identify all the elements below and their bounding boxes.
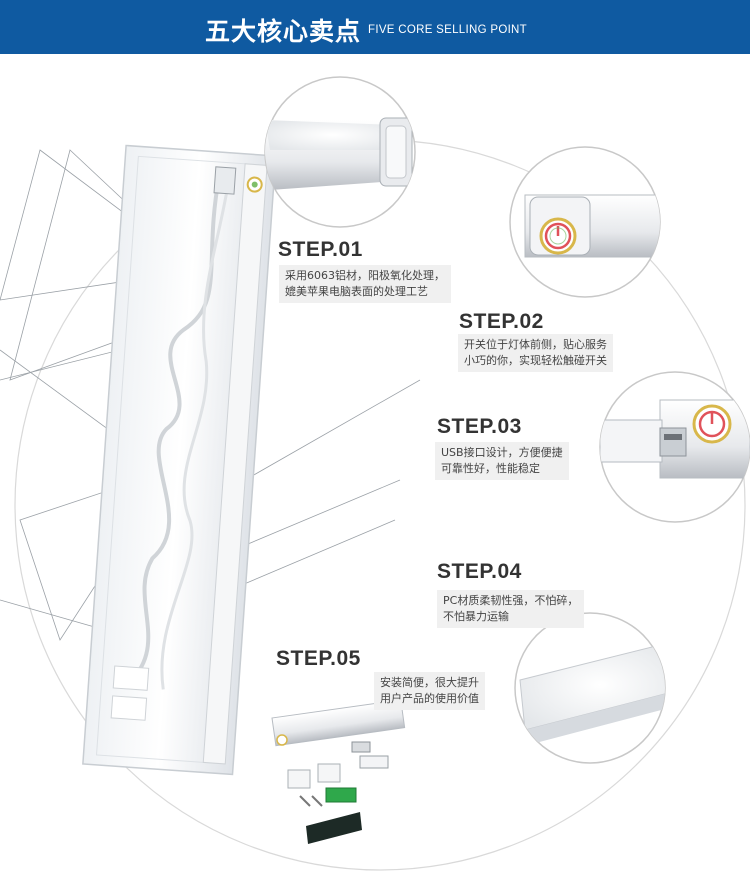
step-3-line-2: 可靠性好，性能稳定 <box>441 462 540 475</box>
header-subtitle: FIVE CORE SELLING POINT <box>368 24 527 36</box>
detail-circle-3 <box>599 371 750 523</box>
step-5-title: STEP.05 <box>276 647 361 670</box>
step-4-desc: PC材质柔韧性强，不怕碎， 不怕暴力运输 <box>437 590 585 628</box>
detail-circle-2 <box>509 146 661 298</box>
step-1-title: STEP.01 <box>278 238 363 261</box>
product-illustration <box>0 76 750 871</box>
step-3-line-1: USB接口设计，方便便捷 <box>441 446 563 459</box>
step-2-title: STEP.02 <box>459 310 544 333</box>
step-2-line-1: 开关位于灯体前侧，贴心服务 <box>464 338 607 351</box>
accessory-kit <box>271 699 406 844</box>
step-5-line-2: 用户产品的使用价值 <box>380 692 479 705</box>
step-3-desc: USB接口设计，方便便捷 可靠性好，性能稳定 <box>435 442 569 480</box>
step-5-desc: 安装简便，很大提升 用户产品的使用价值 <box>374 672 485 710</box>
step-4-line-1: PC材质柔韧性强，不怕碎， <box>443 594 579 607</box>
step-1-line-1: 采用6063铝材，阳极氧化处理， <box>285 269 445 282</box>
header-title: 五大核心卖点 <box>205 17 362 46</box>
step-4-line-2: 不怕暴力运输 <box>443 610 509 623</box>
header-banner: 五大核心卖点 FIVE CORE SELLING POINT <box>0 0 750 54</box>
step-5-line-1: 安装简便，很大提升 <box>380 676 479 689</box>
step-1-desc: 采用6063铝材，阳极氧化处理， 媲美苹果电脑表面的处理工艺 <box>279 265 451 303</box>
step-4-title: STEP.04 <box>437 560 522 583</box>
step-3-title: STEP.03 <box>437 415 522 438</box>
step-1-line-2: 媲美苹果电脑表面的处理工艺 <box>285 285 428 298</box>
detail-circle-4 <box>514 612 666 764</box>
step-2-desc: 开关位于灯体前侧，贴心服务 小巧的你，实现轻松触碰开关 <box>458 334 613 372</box>
product-box <box>82 144 277 776</box>
detail-circle-1 <box>264 76 416 228</box>
step-2-line-2: 小巧的你，实现轻松触碰开关 <box>464 354 607 367</box>
